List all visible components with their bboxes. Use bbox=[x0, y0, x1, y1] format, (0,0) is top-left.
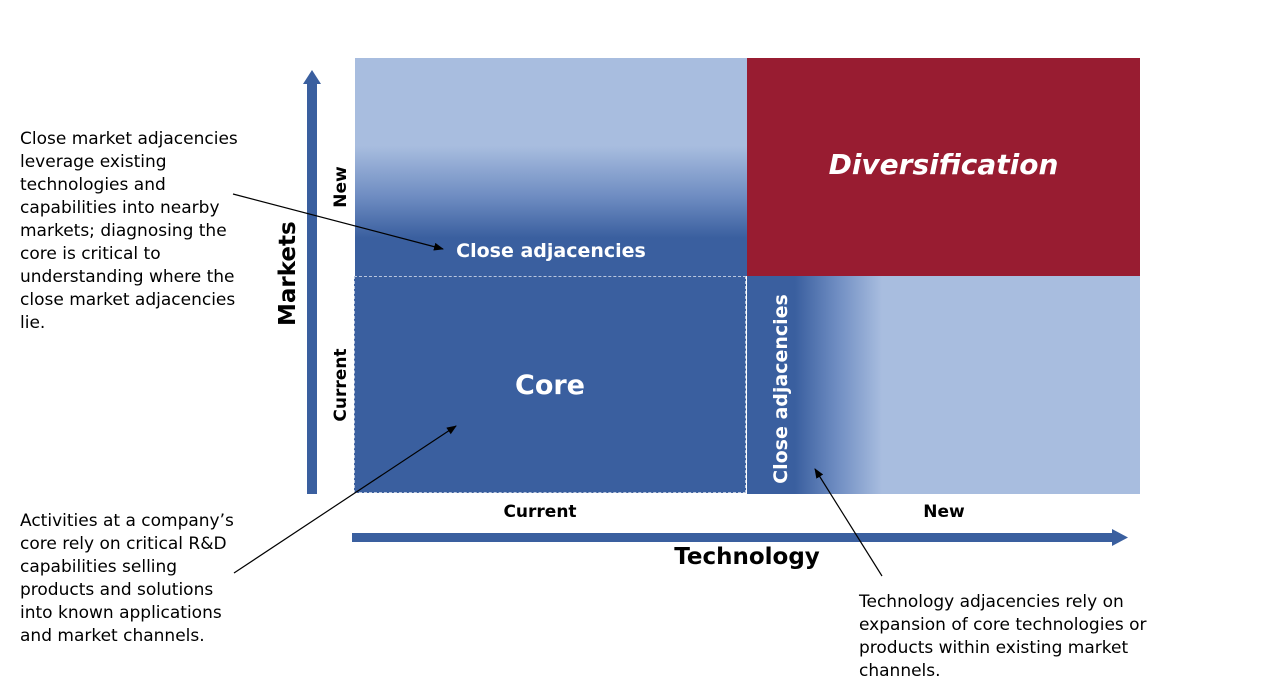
core-annotation: Activities at a company’s core rely on c… bbox=[20, 511, 234, 646]
technology-axis-title: Technology bbox=[674, 544, 820, 570]
close-adjacencies-technology-quadrant bbox=[747, 276, 1140, 494]
core-quadrant bbox=[354, 276, 746, 493]
technology-axis-arrow bbox=[352, 529, 1128, 546]
technology-current-label: Current bbox=[503, 502, 577, 522]
close-adjacencies-market-label: Close adjacencies bbox=[456, 240, 646, 262]
diversification-label: Diversification bbox=[828, 148, 1059, 181]
close-adjacencies-market-quadrant bbox=[355, 58, 747, 276]
market-adjacency-leader-line bbox=[232, 193, 444, 251]
core-label: Core bbox=[515, 370, 585, 401]
market-adjacency-annotation: Close market adjacencies leverage existi… bbox=[20, 129, 238, 333]
diversification-quadrant bbox=[747, 58, 1140, 276]
technology-new-label: New bbox=[923, 502, 965, 522]
technology-adjacency-annotation: Technology adjacencies rely on expansion… bbox=[859, 592, 1147, 681]
technology-adjacency-leader-line bbox=[814, 468, 883, 577]
markets-axis-arrow bbox=[303, 70, 321, 494]
core-leader-line bbox=[233, 425, 457, 574]
